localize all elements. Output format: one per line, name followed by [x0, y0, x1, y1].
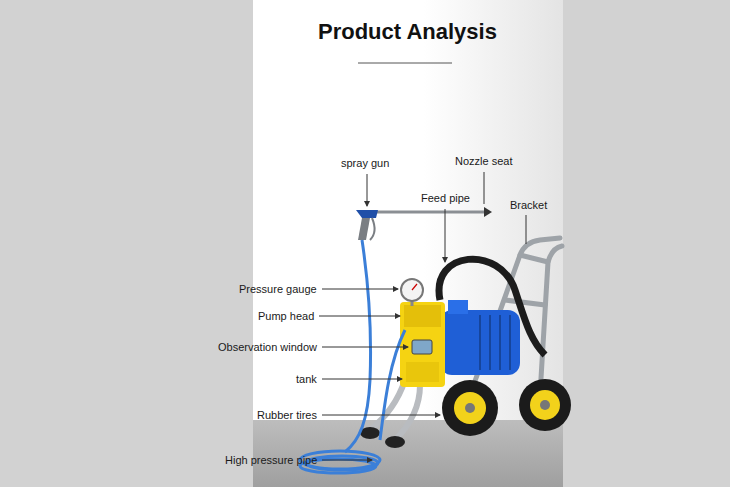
white-panel: [253, 0, 563, 487]
high-pressure-pipe: [300, 240, 405, 473]
spray-gun: [356, 207, 492, 240]
part-label: Pump head: [258, 310, 314, 323]
title: Product Analysis: [318, 19, 497, 45]
part-label: spray gun: [341, 157, 389, 170]
motor: [440, 300, 520, 375]
part-label: High pressure pipe: [225, 454, 317, 467]
title-rule: [358, 63, 452, 64]
part-label: Feed pipe: [421, 192, 470, 205]
part-label: Nozzle seat: [455, 155, 512, 168]
part-label: tank: [296, 373, 317, 386]
part-label: Bracket: [510, 199, 547, 212]
part-label: Observation window: [218, 341, 317, 354]
rubber-tire: [442, 380, 498, 436]
foot: [385, 436, 405, 448]
part-label: Rubber tires: [257, 409, 317, 422]
leader-lines: [319, 172, 526, 460]
floor: [253, 420, 563, 487]
part-label: Pressure gauge: [239, 283, 317, 296]
pump-head: [400, 302, 445, 387]
pressure-gauge: [401, 279, 423, 306]
rubber-tire: [519, 379, 571, 431]
